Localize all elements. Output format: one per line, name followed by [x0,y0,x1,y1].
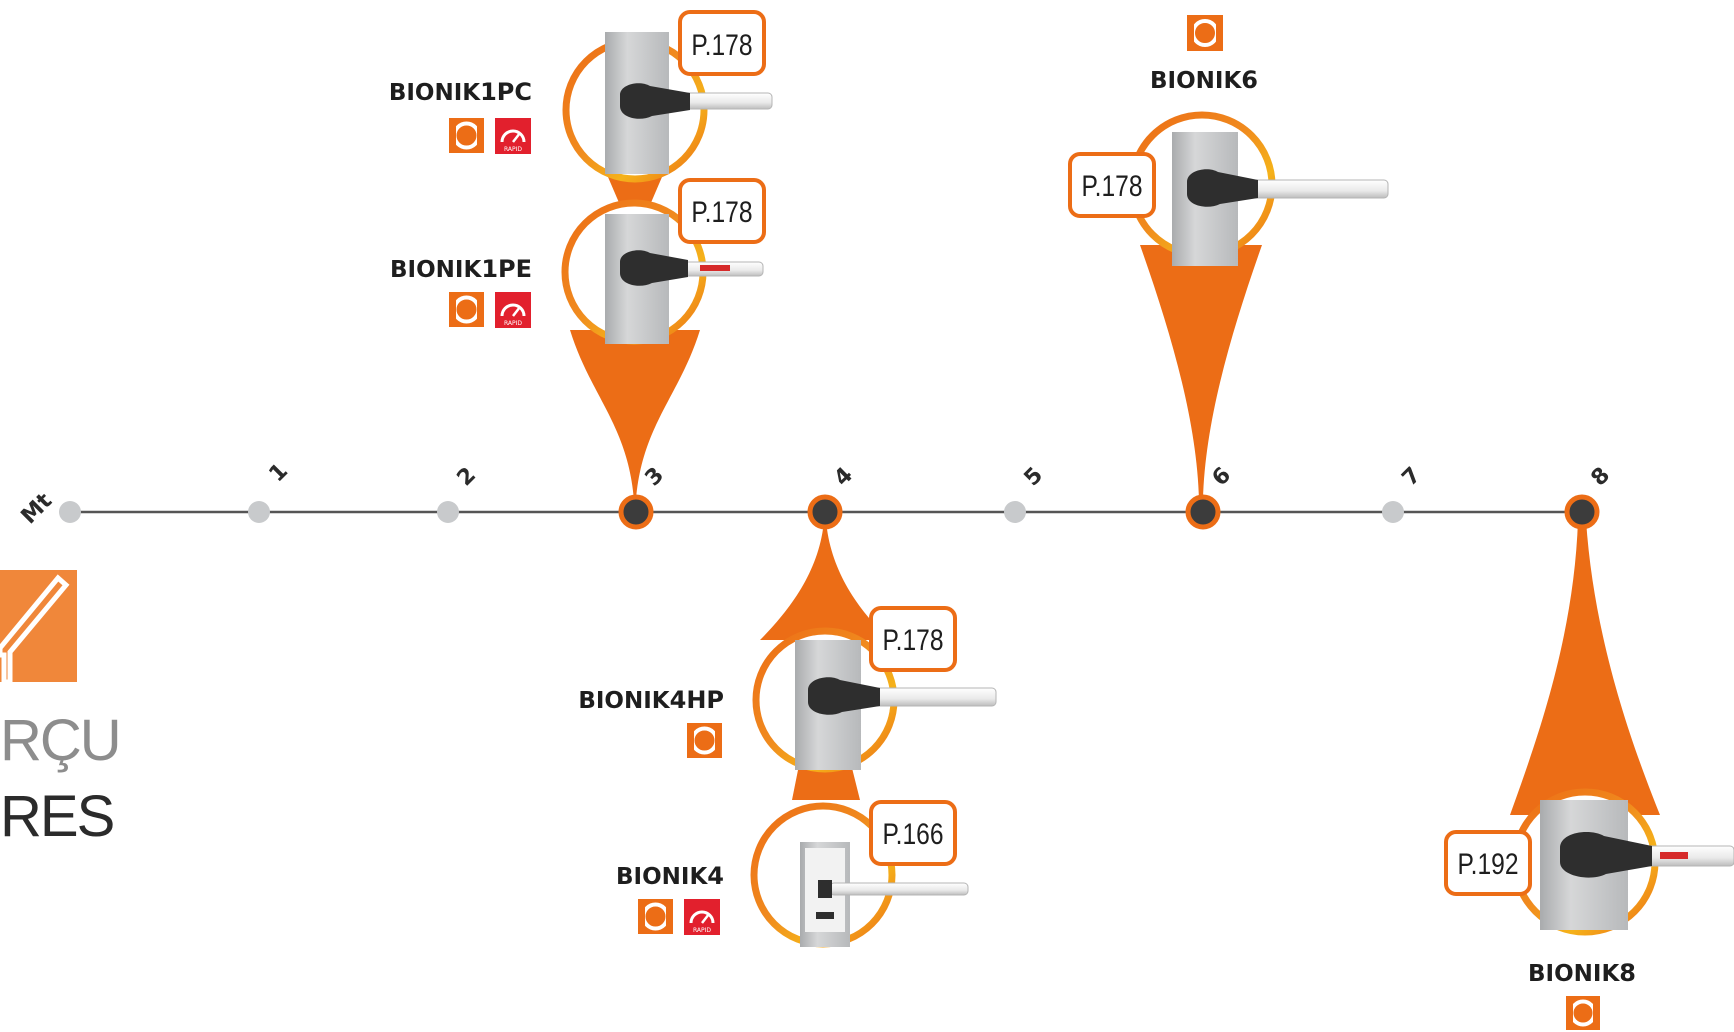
axis-dot-2 [437,501,459,523]
axis-dot-1 [248,501,270,523]
connector-4 [760,520,890,640]
axis-tick-3: 3 [641,463,670,492]
page-ref-box [869,606,957,672]
product-name: BIONIK4HP [578,686,724,714]
arm-handle [808,677,880,715]
page-ref-box [1068,152,1156,218]
standard-icon [1187,15,1223,51]
standard-icon [687,723,722,758]
product-name: BIONIK1PC [389,78,532,106]
product-bionik1pe[interactable]: P.178 BIONIK1PE RAPID [390,178,766,345]
axis-tick-5: 5 [1020,463,1049,492]
product-bionik4hp[interactable]: P.178 BIONIK4HP [578,606,997,773]
axis-dot-8 [1564,494,1600,530]
page-ref: P.166 [882,817,943,851]
product-name: BIONIK4 [616,862,724,890]
product-bionik6[interactable]: BIONIK6 P.178 [1068,15,1389,266]
arm-handle [1560,832,1652,878]
axis-dots [59,494,1600,530]
page-ref: P.192 [1457,847,1518,881]
page-ref-box [678,178,766,244]
arm-handle [620,250,688,286]
arm-handle [620,83,690,119]
arm-handle [1187,169,1258,207]
axis-tick-8: 8 [1587,463,1616,492]
barrier-category-icon [0,570,77,685]
side-title-line1: RÇU [0,708,122,773]
connector-8 [1510,520,1660,815]
product-bionik4[interactable]: P.166 BIONIK4 RAPID [616,800,969,948]
rapid-icon: RAPID [495,292,531,328]
svg-text:RAPID: RAPID [504,146,522,153]
axis-dot-4 [807,494,843,530]
barrier-arm [829,882,969,896]
svg-text:RAPID: RAPID [504,320,522,327]
standard-icon [449,292,484,327]
connectors [570,170,1660,815]
barrier-arm [679,92,773,110]
barrier-arm [869,687,997,707]
product-bionik8[interactable]: P.192 BIONIK8 [1444,788,1734,1030]
axis-tick-7: 7 [1398,463,1427,492]
axis-dot-6 [1185,494,1221,530]
connector-6 [1140,245,1262,500]
product-name: BIONIK8 [1528,959,1636,987]
axis-dot-3 [618,494,654,530]
page-ref-box [1444,830,1532,896]
standard-icon [449,118,484,153]
standard-icon [638,899,673,934]
product-bionik1pc[interactable]: P.178 BIONIK1PC RAPID [389,10,773,183]
page-ref: P.178 [882,623,943,657]
product-name: BIONIK1PE [390,255,532,283]
barrier-arm [1249,179,1389,199]
page-ref-box [869,800,957,866]
axis-dot-5 [1004,501,1026,523]
rapid-icon: RAPID [684,899,720,935]
page-ref: P.178 [1081,169,1142,203]
axis-unit-label: Mt [17,488,58,529]
connector-3 [570,330,700,500]
product-name: BIONIK6 [1150,66,1258,94]
rapid-icon: RAPID [495,118,531,154]
standard-icon [1566,996,1600,1030]
axis-tick-6: 6 [1208,463,1237,492]
axis-dot-7 [1382,501,1404,523]
axis-tick-4: 4 [830,463,859,492]
page-ref-box [678,10,766,76]
axis-tick-2: 2 [453,463,482,492]
axis-dot-0 [59,501,81,523]
axis-tick-1: 1 [265,459,294,488]
arm-handle [818,880,832,898]
page-ref: P.178 [691,28,752,62]
svg-text:RAPID: RAPID [693,927,711,934]
page-ref: P.178 [691,195,752,229]
side-title-line2: RES [0,784,115,849]
